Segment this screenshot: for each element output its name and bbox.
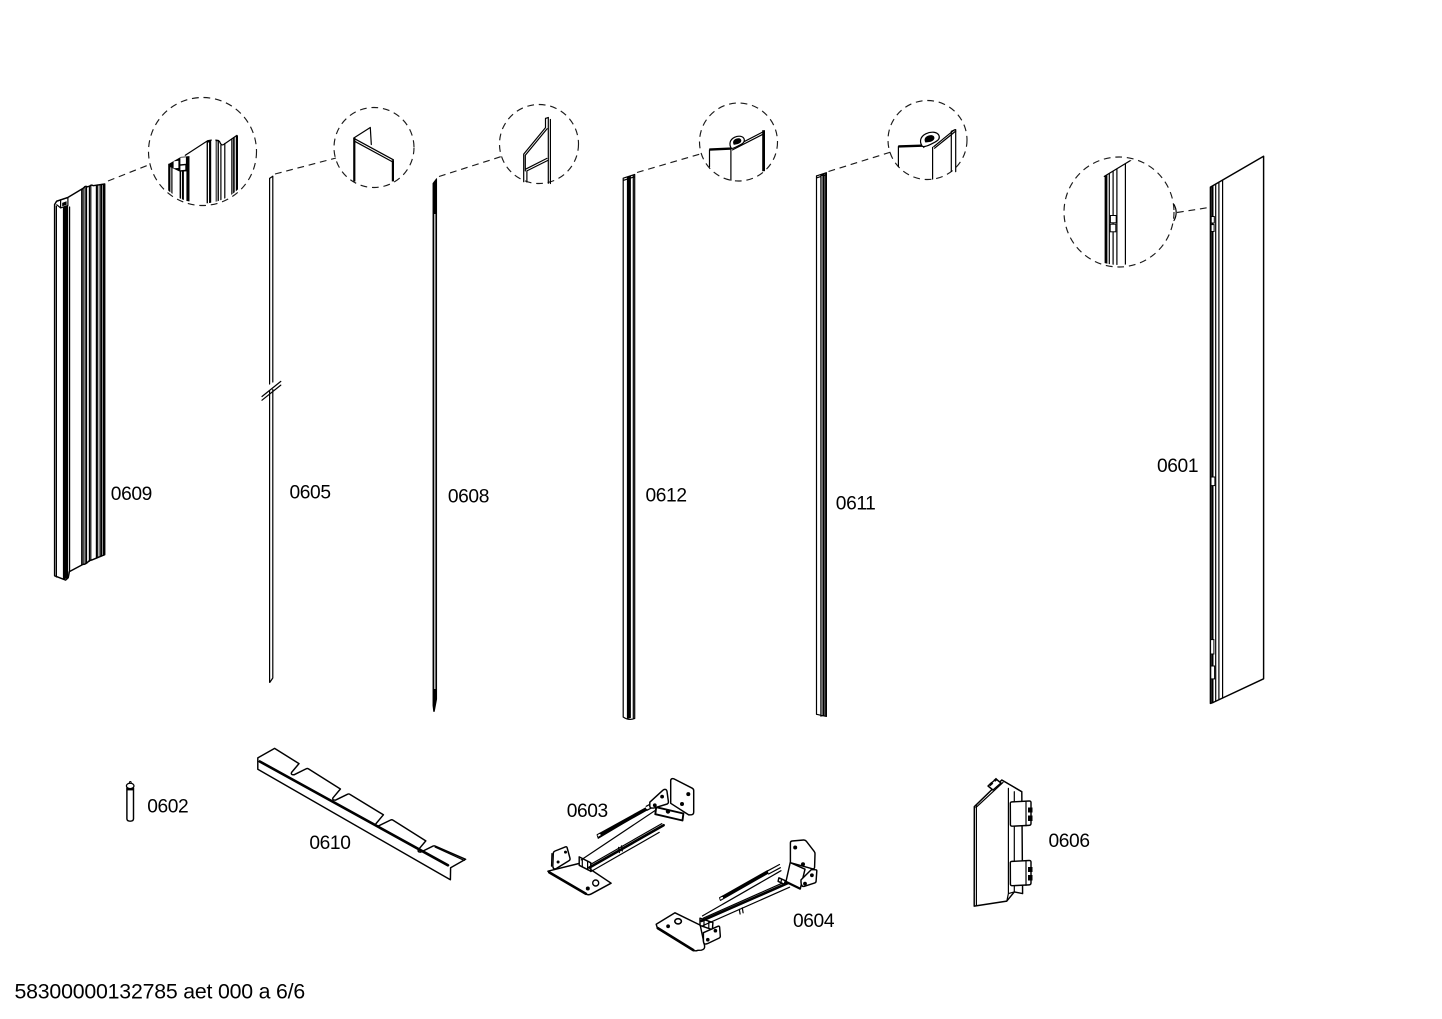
svg-text:0603: 0603 [567,801,608,822]
svg-text:0611: 0611 [836,494,876,515]
svg-text:0610: 0610 [309,833,350,854]
svg-text:0605: 0605 [290,483,331,504]
svg-text:0602: 0602 [147,797,188,818]
svg-text:58300000132785 aet 000 a 6/6: 58300000132785 aet 000 a 6/6 [15,980,305,1004]
svg-text:0601: 0601 [1157,456,1198,477]
svg-text:0608: 0608 [448,487,489,508]
svg-text:0609: 0609 [111,484,152,505]
svg-text:0612: 0612 [646,486,687,507]
svg-text:0606: 0606 [1049,831,1090,852]
svg-text:0604: 0604 [793,911,835,932]
